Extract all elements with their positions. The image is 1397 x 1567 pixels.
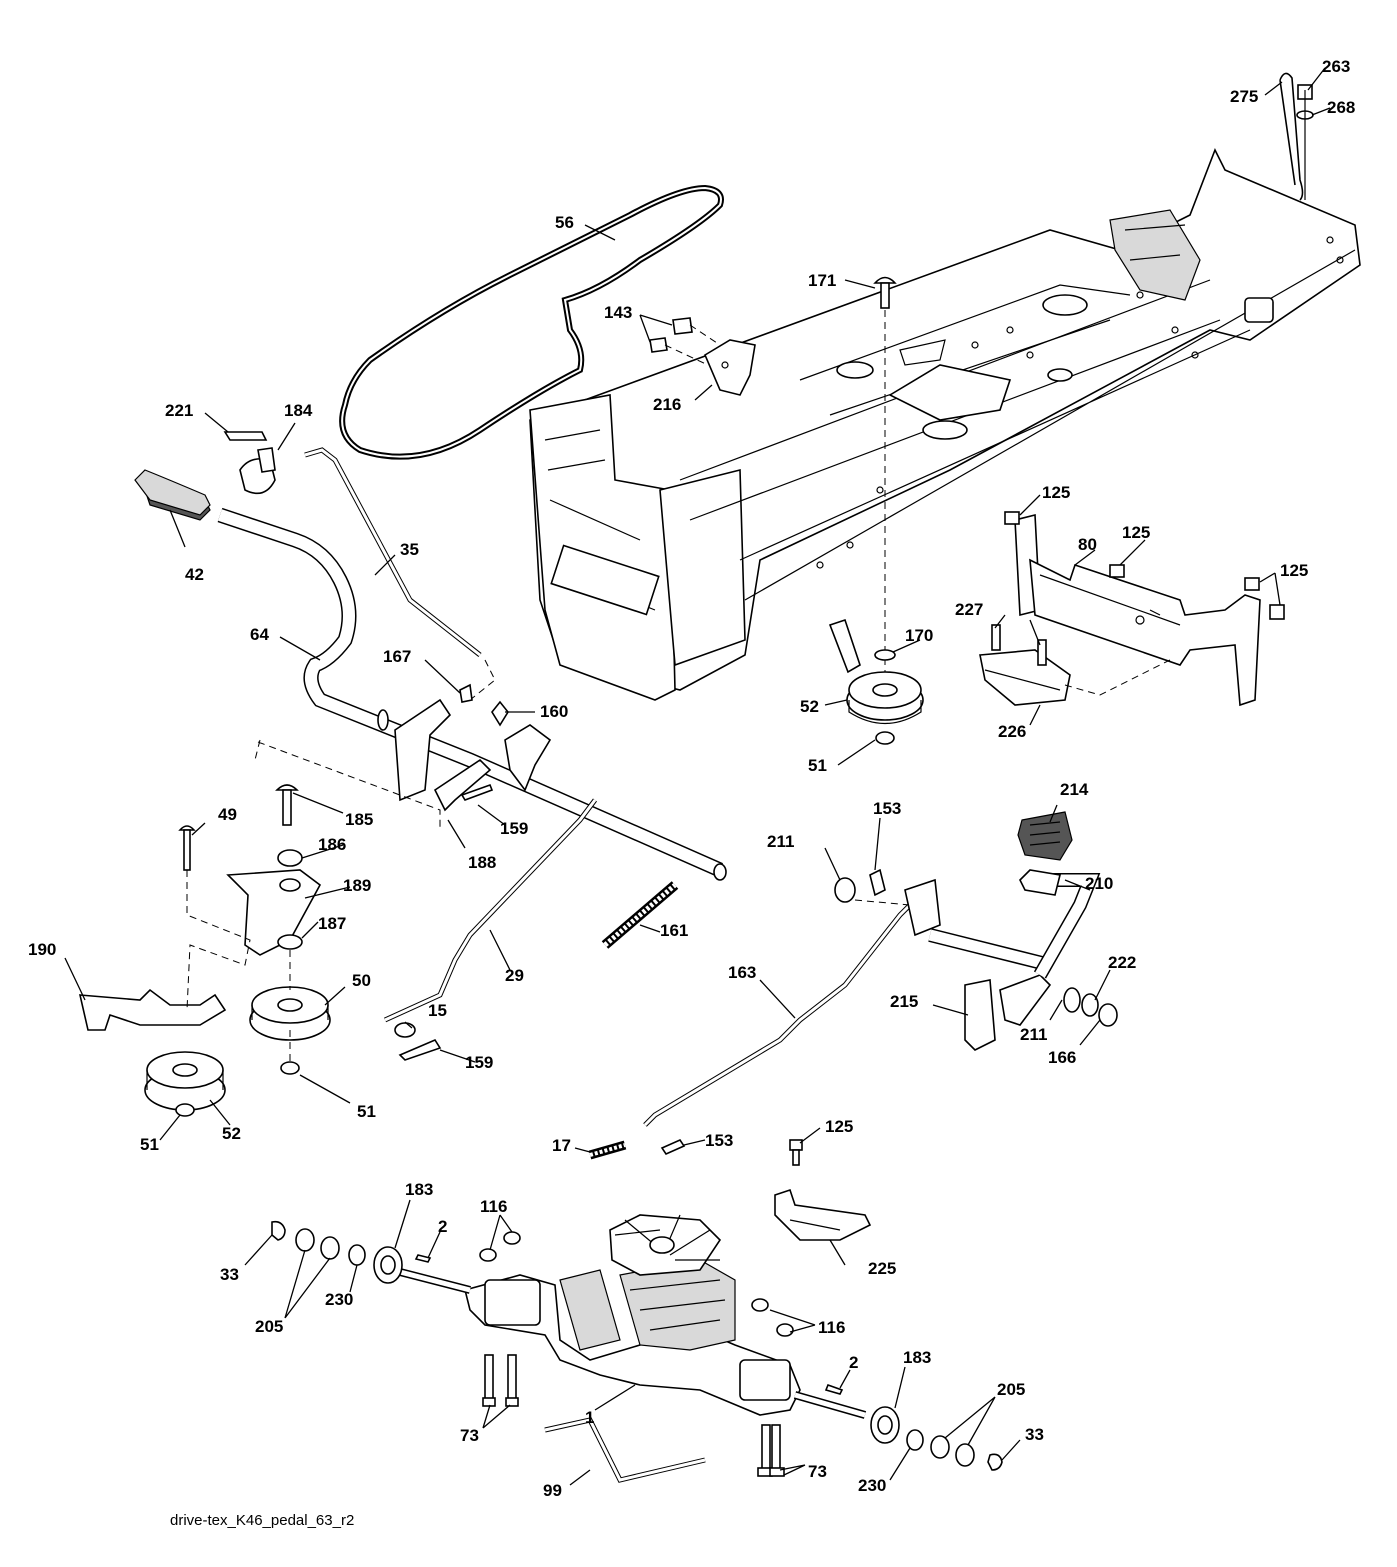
- label-171: 171: [808, 271, 836, 290]
- label-17: 17: [552, 1136, 571, 1155]
- label-216: 216: [653, 395, 681, 414]
- label-52-a: 52: [800, 697, 819, 716]
- transaxle-1: [399, 1214, 867, 1477]
- label-161: 161: [660, 921, 688, 940]
- label-42: 42: [185, 565, 204, 584]
- label-275: 275: [1230, 87, 1258, 106]
- frame-chassis: [529, 148, 1361, 701]
- label-80: 80: [1078, 535, 1097, 554]
- label-52-b: 52: [222, 1124, 241, 1143]
- label-1: 1: [585, 1408, 594, 1427]
- label-214: 214: [1060, 780, 1089, 799]
- label-222: 222: [1108, 953, 1136, 972]
- label-189: 189: [343, 876, 371, 895]
- rod-35: [304, 447, 496, 701]
- spring-17: [588, 1138, 686, 1160]
- shift-lever-64: [134, 431, 727, 881]
- label-125-b: 125: [1122, 523, 1150, 542]
- label-167: 167: [383, 647, 411, 666]
- label-35: 35: [400, 540, 419, 559]
- bracket-80: [979, 511, 1285, 707]
- label-15: 15: [428, 1001, 447, 1020]
- label-51-c: 51: [140, 1135, 159, 1154]
- label-50: 50: [352, 971, 371, 990]
- leader-lines: [64, 67, 1331, 1486]
- rod-99: [544, 1417, 706, 1483]
- clip-assembly-275: [1279, 72, 1314, 201]
- label-125-c: 125: [1280, 561, 1308, 580]
- bracket-216: [649, 317, 756, 396]
- label-230-a: 230: [325, 1290, 353, 1309]
- label-2-a: 2: [438, 1217, 447, 1236]
- label-215: 215: [890, 992, 918, 1011]
- label-33-a: 33: [220, 1265, 239, 1284]
- part-labels: 275 263 268 56 171 143 216 221 184 42 35…: [28, 57, 1355, 1500]
- label-225: 225: [868, 1259, 896, 1278]
- label-51-b: 51: [357, 1102, 376, 1121]
- label-160: 160: [540, 702, 568, 721]
- label-56: 56: [555, 213, 574, 232]
- label-49: 49: [218, 805, 237, 824]
- label-183-b: 183: [903, 1348, 931, 1367]
- label-268: 268: [1327, 98, 1355, 117]
- pedal-linkage-188: [254, 683, 552, 830]
- label-186: 186: [318, 835, 346, 854]
- label-170: 170: [905, 626, 933, 645]
- idler-pulley-52-top: [828, 276, 924, 745]
- rod-163: [643, 898, 917, 1127]
- label-221: 221: [165, 401, 193, 420]
- label-159-b: 159: [465, 1053, 493, 1072]
- label-73-a: 73: [460, 1426, 479, 1445]
- label-64: 64: [250, 625, 269, 644]
- label-2-b: 2: [849, 1353, 858, 1372]
- label-227: 227: [955, 600, 983, 619]
- label-125-a: 125: [1042, 483, 1070, 502]
- label-33-b: 33: [1025, 1425, 1044, 1444]
- label-205-a: 205: [255, 1317, 283, 1336]
- label-125-d: 125: [825, 1117, 853, 1136]
- label-187: 187: [318, 914, 346, 933]
- label-210: 210: [1085, 874, 1113, 893]
- label-185: 185: [345, 810, 373, 829]
- label-51-a: 51: [808, 756, 827, 775]
- drive-belt-56: [339, 184, 724, 460]
- diagram-caption: drive-tex_K46_pedal_63_r2: [170, 1512, 354, 1529]
- label-188: 188: [468, 853, 496, 872]
- label-184: 184: [284, 401, 313, 420]
- label-116-a: 116: [480, 1197, 507, 1216]
- label-211-a: 211: [767, 832, 794, 851]
- label-143: 143: [604, 303, 632, 322]
- spring-161: [601, 881, 679, 949]
- label-153-a: 153: [873, 799, 901, 818]
- axle-parts-left: [271, 1220, 432, 1284]
- bracket-225: [774, 1139, 872, 1241]
- label-226: 226: [998, 722, 1026, 741]
- label-29: 29: [505, 966, 524, 985]
- label-163: 163: [728, 963, 756, 982]
- axle-parts-right: [824, 1383, 1003, 1471]
- label-116-b: 116: [818, 1318, 845, 1337]
- label-166: 166: [1048, 1048, 1076, 1067]
- label-205-b: 205: [997, 1380, 1025, 1399]
- label-183-a: 183: [405, 1180, 433, 1199]
- label-263: 263: [1322, 57, 1350, 76]
- label-159-a: 159: [500, 819, 528, 838]
- left-pulley-assembly: [78, 784, 331, 1117]
- label-73-b: 73: [808, 1462, 827, 1481]
- label-211-b: 211: [1020, 1025, 1047, 1044]
- label-99: 99: [543, 1481, 562, 1500]
- label-153-b: 153: [705, 1131, 733, 1150]
- label-190: 190: [28, 940, 56, 959]
- label-230-b: 230: [858, 1476, 886, 1495]
